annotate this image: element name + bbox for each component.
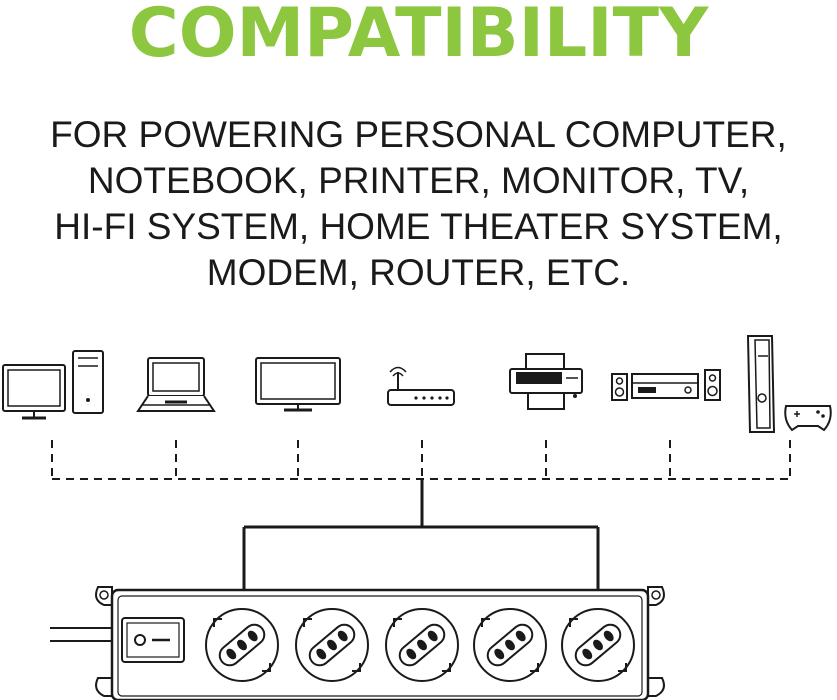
description-line: FOR POWERING PERSONAL COMPUTER, xyxy=(50,114,787,155)
power-switch-icon xyxy=(121,617,185,663)
page-title: COMPATIBILITY xyxy=(128,0,709,73)
laptop-icon xyxy=(136,357,216,412)
description-line: MODEM, ROUTER, ETC. xyxy=(206,252,631,293)
description-line: HI-FI SYSTEM, HOME THEATER SYSTEM, xyxy=(54,206,783,247)
dashed-connectors xyxy=(51,440,791,480)
monitor-icon xyxy=(255,357,341,412)
socket xyxy=(561,608,635,682)
hifi-system-icon xyxy=(611,369,721,401)
game-console-icon xyxy=(746,335,832,433)
description-line: NOTEBOOK, PRINTER, MONITOR, TV, xyxy=(87,160,750,201)
printer-icon xyxy=(509,353,583,410)
power-bracket xyxy=(242,479,600,590)
desktop-computer-icon xyxy=(2,350,104,420)
socket xyxy=(205,608,279,682)
socket xyxy=(295,608,369,682)
power-strip-icon xyxy=(50,586,665,700)
description: FOR POWERING PERSONAL COMPUTER, NOTEBOOK… xyxy=(0,112,837,296)
socket xyxy=(385,608,459,682)
router-icon xyxy=(387,366,455,406)
socket xyxy=(473,608,547,682)
